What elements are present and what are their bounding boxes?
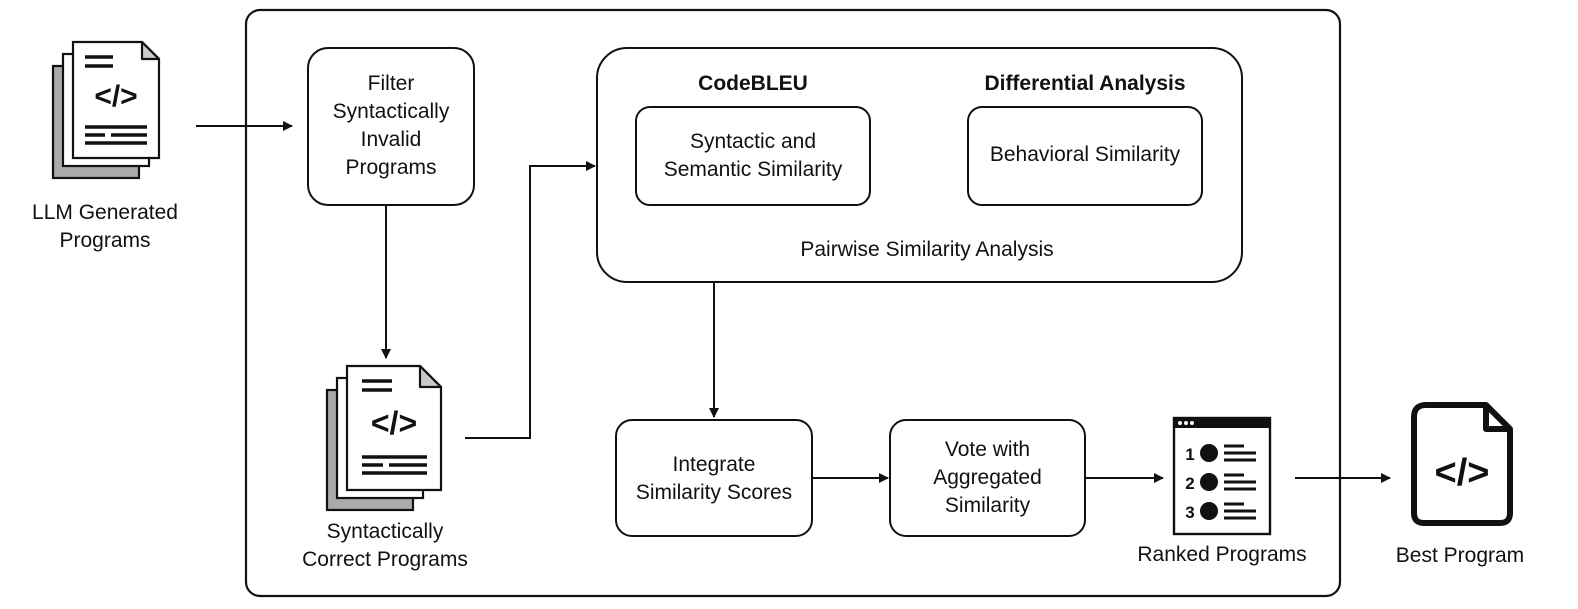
rank-number-1: 1	[1185, 445, 1194, 464]
best-program-label: Best Program	[1395, 544, 1525, 567]
codebleu-title: CodeBLEU	[698, 72, 808, 95]
code-glyph: </>	[371, 405, 417, 441]
stacked-documents-icon: </>	[51, 40, 161, 180]
rank-number-3: 3	[1185, 503, 1194, 522]
filter-step-label: Filter Syntactically Invalid Programs	[332, 72, 450, 179]
codebleu-box	[635, 106, 871, 206]
stacked-documents-icon: </>	[325, 364, 443, 512]
integrate-step-label: Integrate Similarity Scores	[635, 453, 793, 504]
syntactically-correct-programs-label: Syntactically Correct Programs	[302, 520, 468, 571]
differential-analysis-title: Differential Analysis	[984, 72, 1186, 95]
differential-box	[967, 106, 1203, 206]
ranked-list-icon: 1 2 3	[1172, 416, 1272, 536]
code-glyph: </>	[1435, 452, 1490, 494]
pairwise-similarity-group	[596, 47, 1243, 283]
pairwise-similarity-label: Pairwise Similarity Analysis	[800, 238, 1054, 261]
vote-step-label: Vote with Aggregated Similarity	[933, 438, 1042, 517]
differential-box-label: Behavioral Similarity	[989, 143, 1181, 166]
codebleu-box-label: Syntactic and Semantic Similarity	[663, 130, 843, 181]
code-glyph: </>	[94, 80, 137, 113]
filter-step-box	[307, 47, 475, 206]
ranked-programs-label: Ranked Programs	[1137, 543, 1307, 566]
code-document-icon: </>	[1411, 402, 1513, 526]
pipeline-container	[244, 8, 1342, 598]
rank-number-2: 2	[1185, 474, 1194, 493]
arrow-correct-to-similarity	[465, 161, 596, 439]
llm-generated-programs-label: LLM Generated Programs	[32, 201, 178, 252]
